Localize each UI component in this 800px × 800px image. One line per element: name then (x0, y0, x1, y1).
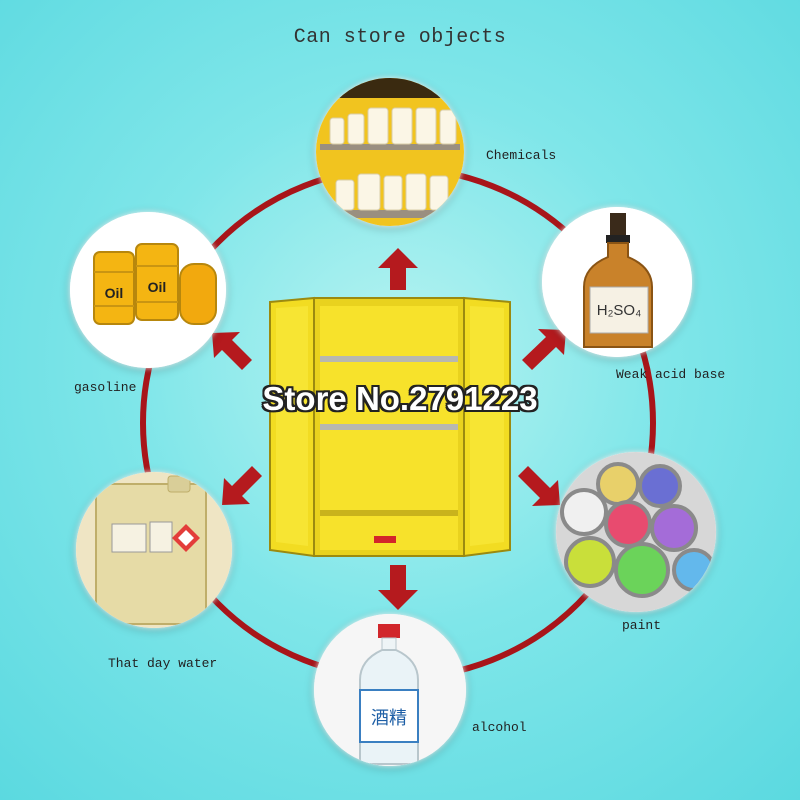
safety-cabinet (269, 296, 511, 558)
alcohol-label: alcohol (472, 720, 527, 735)
arrow-up-icon (378, 248, 418, 290)
chemicals-image (316, 78, 464, 226)
store-watermark: Store No.2791223 (262, 380, 538, 417)
bottle-label-text: H₂SO₄ (597, 302, 641, 319)
gasoline-image: Oil Oil (70, 212, 226, 368)
paint-label: paint (622, 618, 662, 633)
arrow-down-icon (378, 565, 418, 610)
acid-base-image: H₂SO₄ (542, 207, 692, 357)
bottle-label-text: 酒精 (371, 708, 407, 729)
water-label: That day water (108, 656, 218, 671)
page-title: Can store objects (293, 26, 507, 49)
drum-text: Oil (148, 279, 167, 295)
chemicals-label: Chemicals (486, 148, 557, 163)
alcohol-image: 酒精 (314, 614, 466, 766)
arrow-up-left-icon (212, 332, 252, 370)
acid-base-label: Weak acid base (616, 367, 726, 382)
arrow-down-left-icon (222, 466, 262, 505)
arrow-up-right-icon (522, 329, 566, 370)
water-image (76, 472, 232, 628)
drum-text: Oil (105, 285, 124, 301)
arrow-down-right-icon (518, 466, 560, 506)
paint-image (556, 452, 716, 612)
gasoline-label: gasoline (74, 380, 137, 395)
